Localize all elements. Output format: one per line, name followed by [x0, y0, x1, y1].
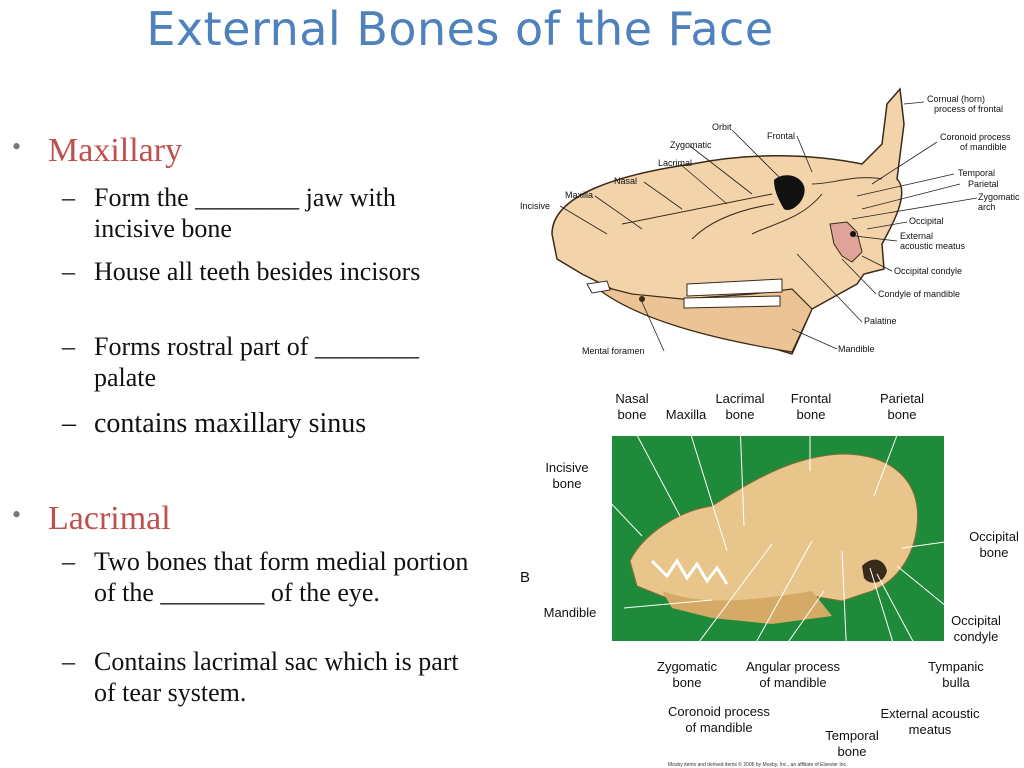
label-b-parietal-2: bone: [888, 407, 917, 422]
label-b-zygomatic-2: bone: [673, 675, 702, 690]
label-b-ext-meatus-1: External acoustic: [881, 706, 980, 721]
label-b-incisive-1: Incisive: [545, 460, 588, 475]
list-item: –contains maxillary sinus: [62, 408, 367, 439]
label-b-frontal-1: Frontal: [791, 391, 832, 406]
label-coronoid-2: of mandible: [960, 142, 1007, 152]
label-mandible: Mandible: [838, 344, 875, 354]
mental-foramen-dot: [639, 296, 645, 302]
heading-lacrimal: Lacrimal: [48, 500, 171, 537]
dog-skull-svg: B Nasal bone Maxilla Lacrimal bone Front…: [520, 391, 1019, 768]
label-b-parietal-1: Parietal: [880, 391, 924, 406]
list-item: –Contains lacrimal sac which is part of …: [62, 647, 459, 707]
label-b-coronoid-2: of mandible: [685, 720, 752, 735]
label-b-tympanic-1: Tympanic: [928, 659, 984, 674]
label-orbit: Orbit: [712, 122, 732, 132]
suture-line: [691, 203, 775, 240]
label-parietal: Parietal: [968, 179, 999, 189]
ox-skull-diagram: Cornual (horn) process of frontal Orbit …: [512, 84, 1024, 384]
label-b-temporal-2: bone: [838, 744, 867, 759]
label-cornual-2: process of frontal: [934, 104, 1003, 114]
label-b-nasal-2: bone: [618, 407, 647, 422]
label-b-coronoid-1: Coronoid process: [668, 704, 770, 719]
photo-leader-lines: [586, 421, 953, 727]
teeth-photo: [650, 558, 729, 585]
list-item: –Forms rostral part of ________ palate: [62, 332, 419, 392]
bullet-dot: •: [12, 500, 22, 529]
lower-teeth: [683, 295, 781, 309]
label-frontal: Frontal: [767, 131, 795, 141]
label-zygomatic: Zygomatic: [670, 140, 712, 150]
jaw-photo-shape: [662, 591, 832, 624]
label-cornual-1: Cornual (horn): [927, 94, 985, 104]
dog-skull-figure: B Nasal bone Maxilla Lacrimal bone Front…: [512, 386, 1024, 768]
label-b-occipital-1: Occipital: [969, 529, 1019, 544]
label-b-occ-condyle-1: Occipital: [951, 613, 1001, 628]
meatus-dot: [850, 231, 856, 237]
label-b-mandible: Mandible: [544, 605, 597, 620]
label-zyg-arch-1: Zygomatic: [978, 192, 1020, 202]
figure-credit: Mosby items and derived items © 2006 by …: [668, 761, 847, 768]
upper-teeth: [686, 278, 783, 297]
meatus-photo-shape: [862, 559, 887, 583]
suture-line: [751, 193, 823, 235]
label-b-angular-2: of mandible: [759, 675, 826, 690]
list-item: –Two bones that form medial portion of t…: [62, 547, 469, 607]
heading-maxillary: Maxillary: [48, 132, 183, 169]
suture-line: [811, 177, 883, 185]
label-b-occ-condyle-2: condyle: [954, 629, 999, 644]
label-b-ext-meatus-2: meatus: [909, 722, 952, 737]
list-item: –House all teeth besides incisors: [62, 257, 421, 286]
label-b-incisive-2: bone: [553, 476, 582, 491]
label-b-occipital-2: bone: [980, 545, 1009, 560]
label-occipital: Occipital: [909, 216, 944, 226]
label-mental: Mental foramen: [582, 346, 645, 356]
label-b-nasal-1: Nasal: [615, 391, 648, 406]
bullet-maxillary: • Maxillary: [12, 132, 182, 170]
label-b-tympanic-2: bulla: [942, 675, 970, 690]
list-item: –Form the ________ jaw with incisive bon…: [62, 183, 396, 243]
label-maxilla: Maxilla: [565, 190, 593, 200]
suture-line: [621, 193, 773, 225]
label-b-temporal-1: Temporal: [825, 728, 879, 743]
orbit-shape: [774, 175, 805, 210]
label-palatine: Palatine: [864, 316, 897, 326]
label-b-lacrimal-2: bone: [726, 407, 755, 422]
ox-skull-svg: Cornual (horn) process of frontal Orbit …: [520, 87, 1020, 356]
incisor-teeth: [586, 280, 611, 294]
label-lacrimal: Lacrimal: [658, 158, 692, 168]
label-ext-meatus-2: acoustic meatus: [900, 241, 966, 251]
label-b-maxilla: Maxilla: [666, 407, 707, 422]
label-b-zygomatic-1: Zygomatic: [657, 659, 717, 674]
label-ext-meatus-1: External: [900, 231, 933, 241]
panel-letter-b: B: [520, 569, 530, 586]
label-b-angular-1: Angular process: [746, 659, 840, 674]
label-coronoid-1: Coronoid process: [940, 132, 1011, 142]
bullet-dot: •: [12, 132, 22, 161]
leader-lines: [559, 101, 978, 352]
slide-title: External Bones of the Face: [146, 2, 774, 56]
label-b-frontal-2: bone: [797, 407, 826, 422]
label-zyg-arch-2: arch: [978, 202, 996, 212]
bullet-lacrimal: • Lacrimal: [12, 500, 171, 538]
label-incisive: Incisive: [520, 201, 550, 211]
label-occ-condyle: Occipital condyle: [894, 266, 962, 276]
label-condyle-mand: Condyle of mandible: [878, 289, 960, 299]
label-b-lacrimal-1: Lacrimal: [715, 391, 764, 406]
skull-outline: [551, 87, 905, 355]
label-temporal: Temporal: [958, 168, 995, 178]
label-nasal: Nasal: [614, 176, 637, 186]
